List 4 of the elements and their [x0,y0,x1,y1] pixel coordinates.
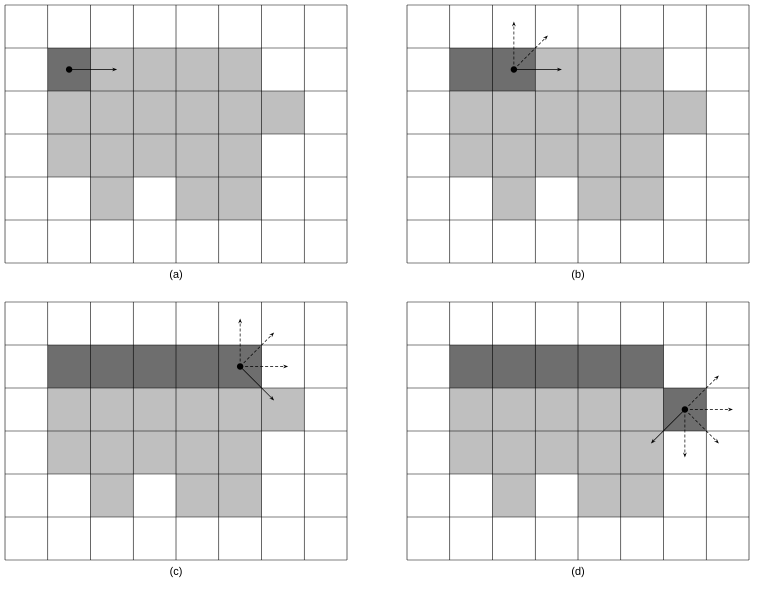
panel-label: (d) [572,566,584,578]
panel-label: (c) [170,566,182,578]
panel-label: (a) [170,270,182,280]
panel-label: (b) [572,270,584,280]
